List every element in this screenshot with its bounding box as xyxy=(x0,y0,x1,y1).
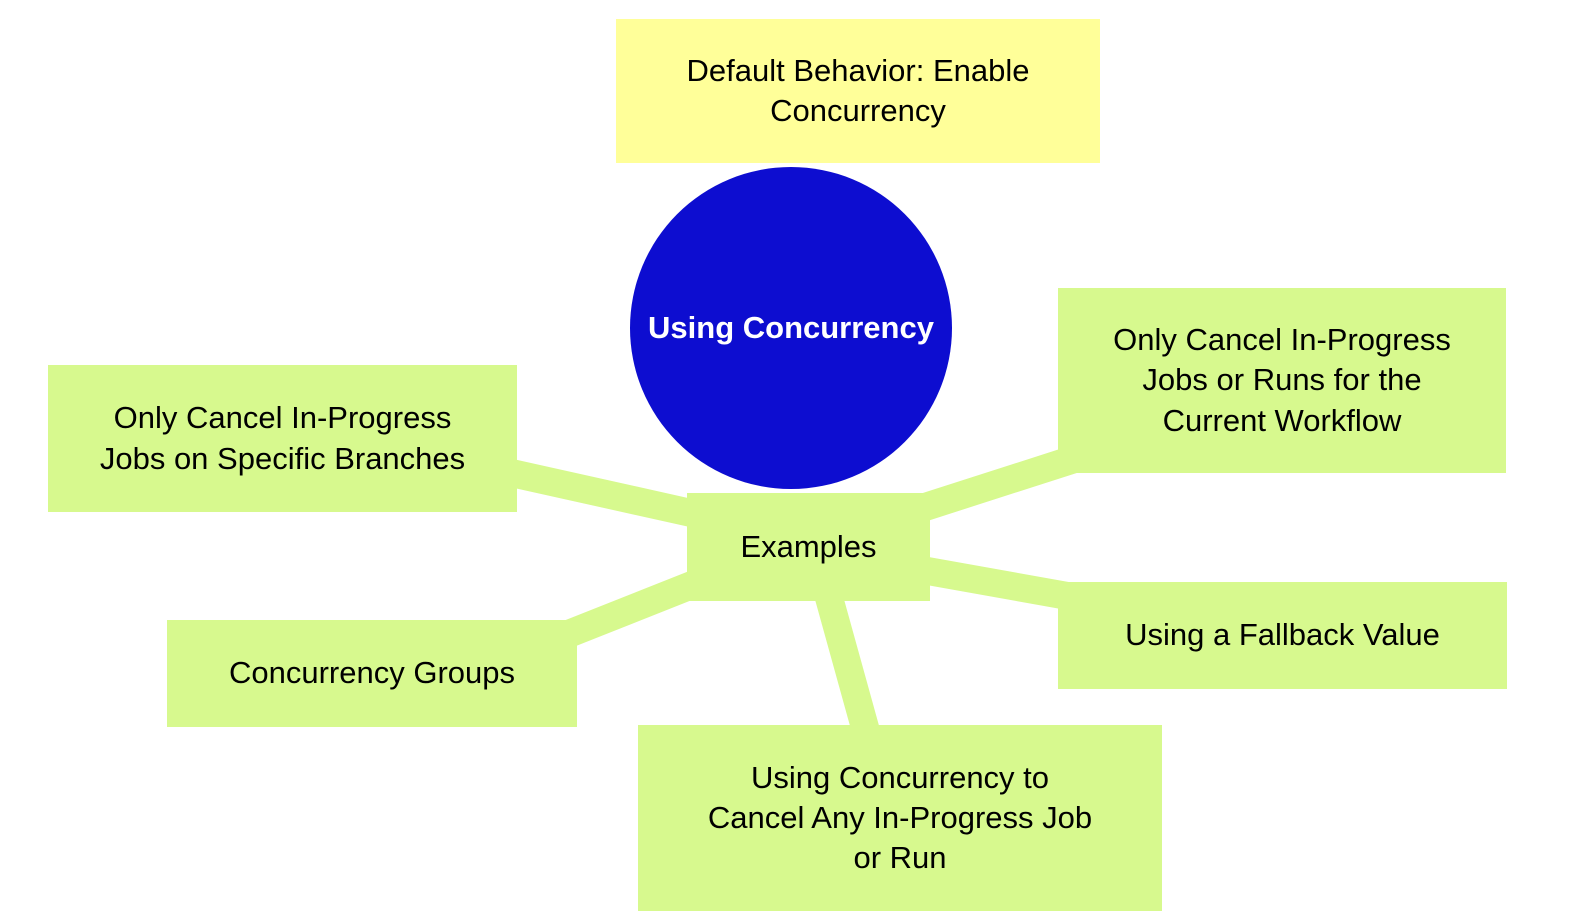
node-concurrency-groups: Concurrency Groups xyxy=(167,620,577,727)
node-cancel-current-workflow: Only Cancel In-Progress Jobs or Runs for… xyxy=(1058,288,1506,473)
connector-examples-to-cancel-any xyxy=(814,590,883,746)
node-cancel-any-job-or-run: Using Concurrency to Cancel Any In-Progr… xyxy=(638,725,1162,911)
node-concurrency-groups-label: Concurrency Groups xyxy=(228,655,515,691)
node-default-behavior-label: Default Behavior: Enable Concurrency xyxy=(686,52,1030,128)
node-central-topic-label: Using Concurrency xyxy=(648,309,934,345)
node-examples-hub: Examples xyxy=(687,493,930,601)
node-cancel-current-workflow-label: Only Cancel In-Progress Jobs or Runs for… xyxy=(1113,322,1451,438)
node-default-behavior: Default Behavior: Enable Concurrency xyxy=(616,19,1100,163)
node-fallback-value-label: Using a Fallback Value xyxy=(1125,617,1440,653)
node-cancel-any-job-or-run-label: Using Concurrency to Cancel Any In-Progr… xyxy=(707,759,1093,876)
node-central-topic: Using Concurrency xyxy=(630,167,952,489)
node-cancel-specific-branches: Only Cancel In-Progress Jobs on Specific… xyxy=(48,365,517,512)
node-examples-hub-label: Examples xyxy=(740,528,877,564)
node-cancel-specific-branches-label: Only Cancel In-Progress Jobs on Specific… xyxy=(99,400,466,476)
node-fallback-value: Using a Fallback Value xyxy=(1058,582,1507,689)
